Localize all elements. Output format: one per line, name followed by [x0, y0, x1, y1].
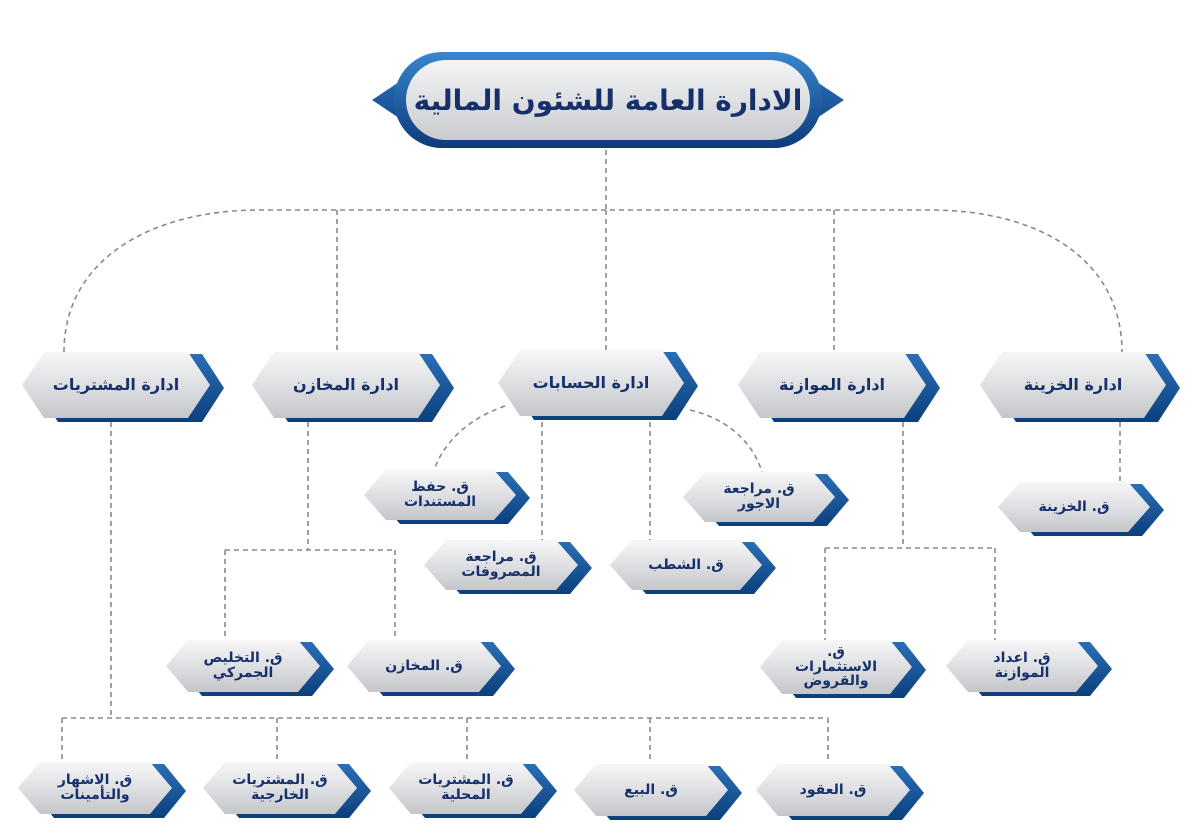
- title-banner: الادارة العامة للشئون المالية: [372, 52, 844, 148]
- section-sales-label: ق. البيع: [624, 781, 678, 798]
- section-doc-keeping: ق. حفظ المستندات: [364, 470, 516, 520]
- section-investments-label: ق. الاستثمارات والقروض: [795, 643, 877, 690]
- dept-stores-label: ادارة المخازن: [292, 374, 400, 394]
- section-contracts-label: ق. العقود: [799, 781, 867, 798]
- dept-purchases: ادارة المشتريات: [22, 352, 210, 418]
- section-write-off-label: ق. الشطب: [648, 556, 724, 573]
- connector: [433, 405, 506, 471]
- section-write-off: ق. الشطب: [610, 540, 762, 590]
- section-wages-review-label: ق. مراجعة الاجور: [723, 481, 795, 512]
- connector: [63, 209, 1123, 353]
- section-treasury-label: ق. الخزينة: [1038, 498, 1110, 515]
- section-local-purchases-label: ق. المشتريات المحلية: [418, 772, 514, 803]
- dept-treasury: ادارة الخزينة: [980, 352, 1166, 418]
- section-expenses-review-label: ق. مراجعة المصروفات: [461, 549, 541, 580]
- section-publicity: ق. الاشهار والتأمينات: [18, 762, 172, 814]
- section-local-purchases: ق. المشتريات المحلية: [389, 762, 543, 814]
- section-budget-prep: ق. اعداد الموازنة: [946, 640, 1098, 692]
- section-foreign-purchases-label: ق. المشتريات الخارجية: [232, 772, 328, 803]
- section-expenses-review: ق. مراجعة المصروفات: [424, 540, 578, 590]
- section-budget-prep-label: ق. اعداد الموازنة: [993, 650, 1051, 681]
- section-treasury: ق. الخزينة: [998, 482, 1150, 532]
- section-publicity-label: ق. الاشهار والتأمينات: [57, 772, 133, 803]
- dept-budget-label: ادارة الموازنة: [778, 374, 886, 394]
- section-customs: ق. التخليص الجمركي: [166, 640, 320, 692]
- dept-purchases-label: ادارة المشتريات: [52, 374, 180, 394]
- section-stores: ق. المخازن: [347, 640, 501, 692]
- dept-budget: ادارة الموازنة: [738, 352, 926, 418]
- section-doc-keeping-label: ق. حفظ المستندات: [403, 479, 477, 510]
- section-investments: ق. الاستثمارات والقروض: [760, 640, 912, 694]
- dept-treasury-label: ادارة الخزينة: [1023, 374, 1123, 394]
- connector: [689, 409, 763, 473]
- section-sales: ق. البيع: [574, 764, 728, 816]
- title-text: الادارة العامة للشئون المالية: [406, 60, 810, 140]
- section-foreign-purchases: ق. المشتريات الخارجية: [203, 762, 357, 814]
- section-wages-review: ق. مراجعة الاجور: [683, 472, 835, 522]
- section-contracts: ق. العقود: [756, 764, 910, 816]
- dept-accounts: ادارة الحسابات: [498, 350, 684, 416]
- section-customs-label: ق. التخليص الجمركي: [203, 650, 283, 681]
- section-stores-label: ق. المخازن: [385, 657, 463, 674]
- dept-stores: ادارة المخازن: [252, 352, 440, 418]
- dept-accounts-label: ادارة الحسابات: [532, 372, 650, 392]
